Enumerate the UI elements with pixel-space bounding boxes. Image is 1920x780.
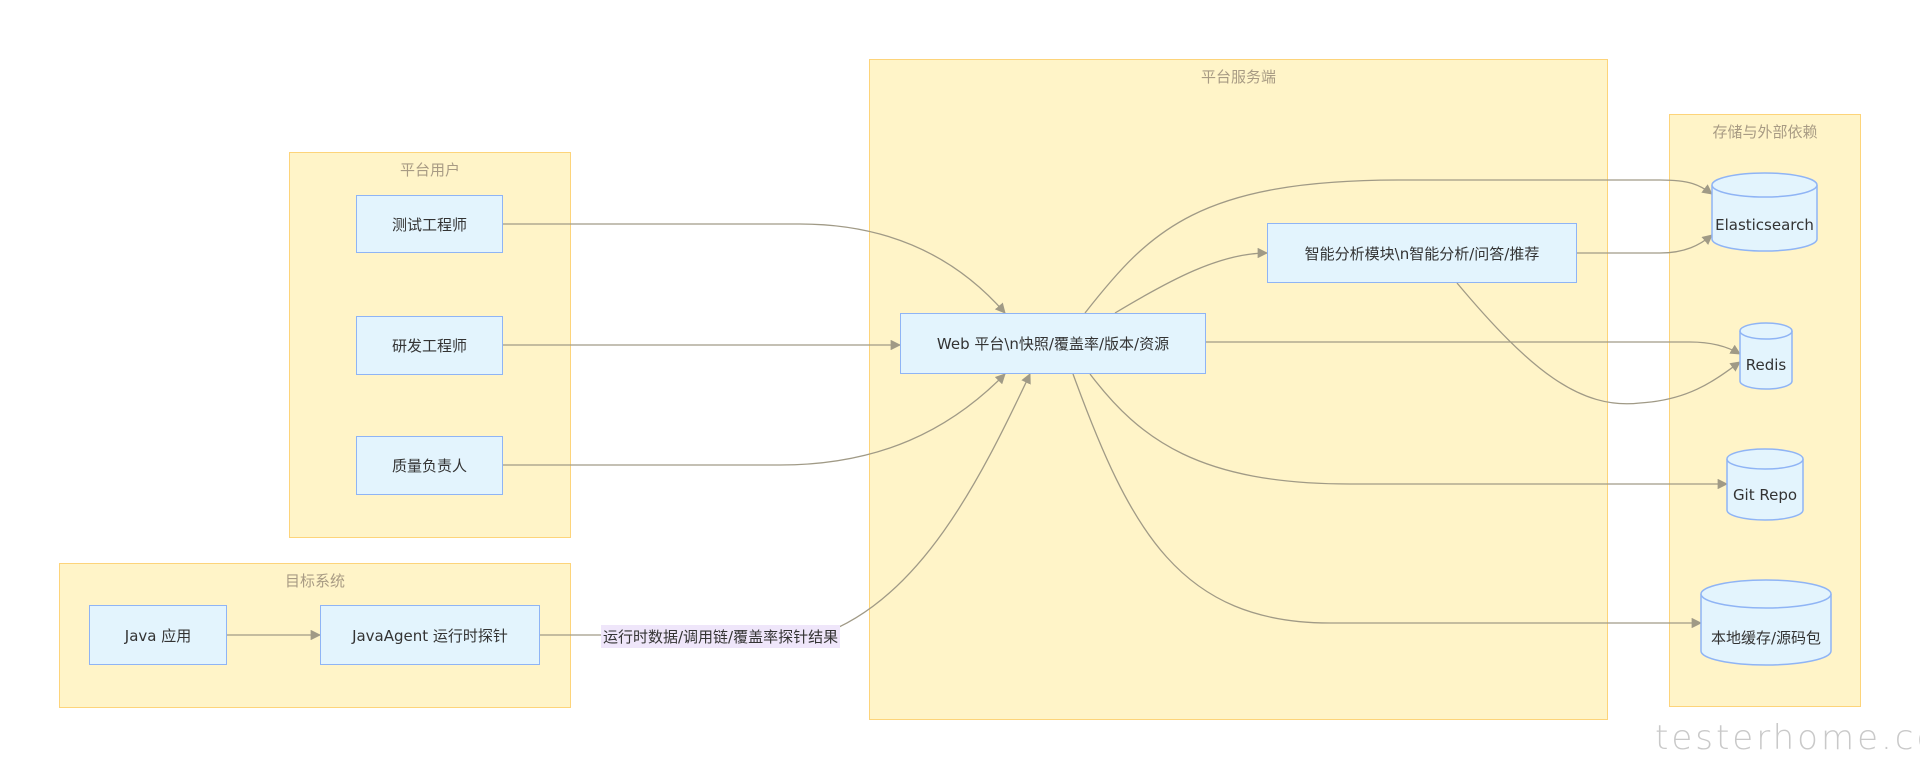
edge-label-agent-web: 运行时数据/调用链/覆盖率探针结果 [601, 625, 841, 648]
group-title: 平台用户 [399, 161, 460, 179]
cylinder-elasticsearch [1711, 172, 1818, 252]
node-ai-module[interactable]: 智能分析模块\n智能分析/问答/推荐 [1267, 223, 1577, 283]
cylinder-git-repo [1726, 448, 1804, 521]
edge-web-git [1089, 373, 1729, 490]
node-local-cache[interactable]: 本地缓存/源码包 [1710, 628, 1822, 647]
group-platform-server: 平台服务端 [869, 59, 1608, 720]
edge-web-redis [1206, 341, 1741, 355]
group-title: 目标系统 [284, 572, 345, 590]
node-quality-lead[interactable]: 质量负责人 [356, 436, 503, 495]
edge-web-es [1084, 179, 1713, 314]
edge-quality-web [503, 373, 1006, 466]
edge-agent-web [540, 373, 1031, 636]
group-title: 存储与外部依赖 [1712, 123, 1818, 141]
node-redis[interactable]: Redis [1745, 356, 1787, 374]
watermark: testerhome.com [1655, 718, 1920, 758]
node-git-repo[interactable]: Git Repo [1732, 486, 1798, 504]
edge-ai-es [1577, 234, 1713, 254]
node-tester[interactable]: 测试工程师 [356, 195, 503, 253]
node-elasticsearch[interactable]: Elasticsearch [1715, 216, 1814, 234]
node-java-app[interactable]: Java 应用 [89, 605, 227, 665]
cylinder-redis [1739, 322, 1793, 390]
edge-ai-redis [1456, 282, 1741, 405]
node-java-agent[interactable]: JavaAgent 运行时探针 [320, 605, 540, 665]
node-web-platform[interactable]: Web 平台\n快照/覆盖率/版本/资源 [900, 313, 1206, 374]
edge-web-ai [1114, 247, 1269, 314]
edge-web-cache [1072, 373, 1703, 629]
node-developer[interactable]: 研发工程师 [356, 316, 503, 375]
group-title: 平台服务端 [1200, 68, 1276, 86]
edge-tester-web [503, 223, 1006, 314]
cylinder-local-cache [1700, 579, 1832, 666]
